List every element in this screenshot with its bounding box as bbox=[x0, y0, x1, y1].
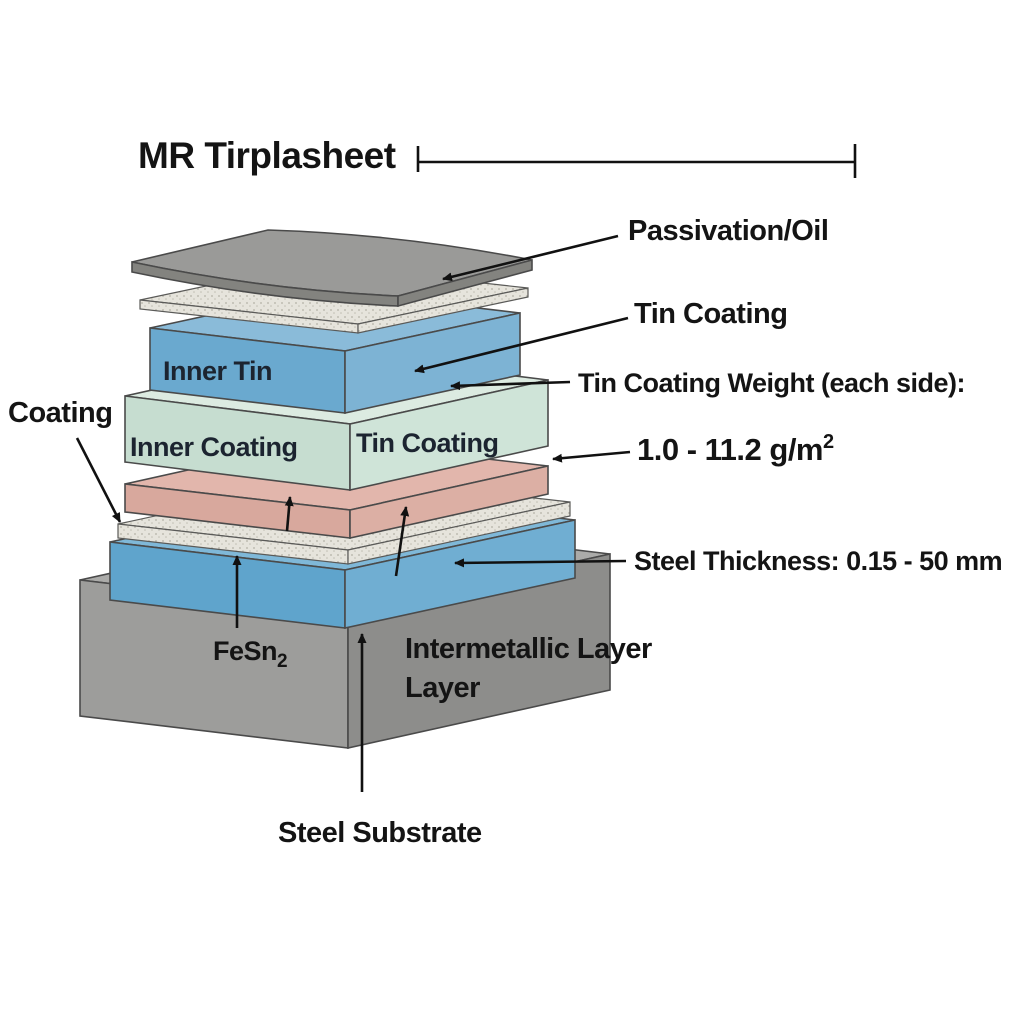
passivation-arrow bbox=[442, 234, 619, 282]
intermetallic-right-face bbox=[347, 501, 571, 565]
speckled-sheet-right-edge bbox=[357, 287, 529, 334]
coating-weight-arrow bbox=[552, 450, 631, 463]
steel-thickness-arrow bbox=[454, 558, 627, 568]
steel-thickness-label: Steel Thickness: 0.15 - 50 mm bbox=[634, 546, 1002, 576]
coating-weight-superscript: 2 bbox=[823, 431, 834, 453]
diagram-title: MR Tirplasheet bbox=[138, 135, 396, 176]
passivation-sheet bbox=[131, 229, 533, 308]
tin-coating-arrow bbox=[414, 316, 629, 374]
intermetallic-label-line2: Layer bbox=[405, 672, 480, 704]
tin-coating-callout-label: Tin Coating bbox=[634, 298, 787, 330]
fesn2-subscript: 2 bbox=[277, 651, 287, 672]
callout-arrows bbox=[75, 234, 631, 792]
inner-tin-right-face bbox=[344, 312, 521, 414]
fesn2-label: FeSn2 bbox=[213, 636, 287, 672]
tin-coating-onlayer-label: Tin Coating bbox=[356, 428, 499, 458]
tin-coating-weight-arrow bbox=[450, 380, 571, 391]
inner-coating-label: Inner Coating bbox=[130, 432, 298, 462]
intermetallic-arrow bbox=[394, 506, 410, 577]
coating-label: Coating bbox=[8, 397, 112, 429]
callout-labels: Passivation/Oil Tin Coating Tin Coating … bbox=[8, 215, 1003, 849]
steel-blue-right-face bbox=[344, 519, 576, 629]
green-right-face bbox=[349, 379, 549, 491]
fesn2-main: FeSn bbox=[213, 636, 277, 666]
passivation-sheet-right-edge bbox=[397, 258, 533, 308]
steel-substrate-label: Steel Substrate bbox=[278, 817, 482, 849]
coating-weight-value: 1.0 - 11.2 g/m2 bbox=[637, 431, 834, 467]
coating-weight-main: 1.0 - 11.2 g/m bbox=[637, 432, 823, 467]
coating-arrow bbox=[75, 437, 122, 523]
pink-right-face bbox=[349, 465, 549, 539]
passivation-label: Passivation/Oil bbox=[628, 215, 828, 247]
pink-layer-arrow bbox=[284, 496, 294, 532]
inner-tin-label: Inner Tin bbox=[163, 356, 272, 386]
intermetallic-label-line1: Intermetallic Layer bbox=[405, 633, 652, 665]
tin-coating-weight-label: Tin Coating Weight (each side): bbox=[578, 368, 965, 398]
